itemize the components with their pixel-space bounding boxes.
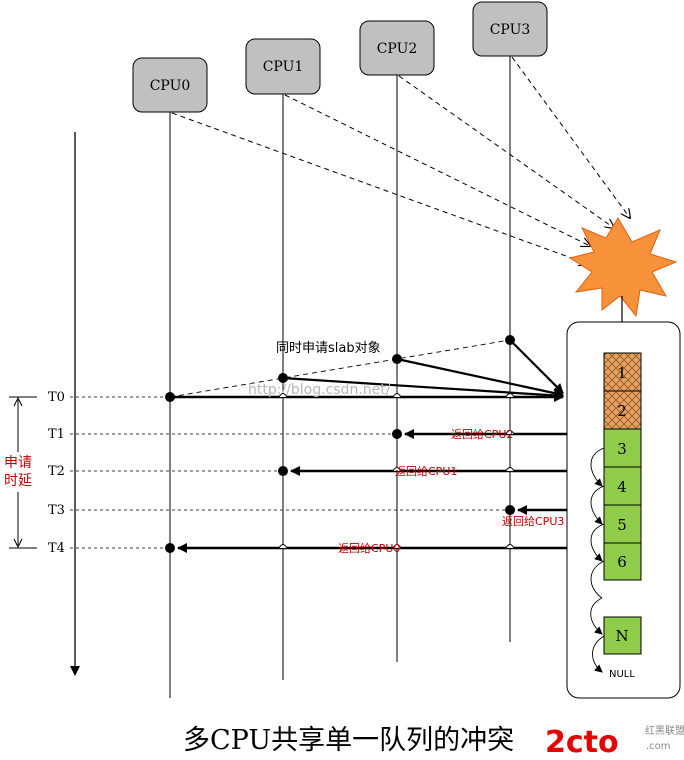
time-label-t1: T1 — [48, 427, 65, 442]
conflict-arrow-cpu1 — [284, 94, 590, 246]
queue-link — [590, 485, 605, 525]
logo-main-text: 2cto — [545, 725, 619, 760]
queue-links — [590, 447, 605, 673]
request-label: 同时申请slab对象 — [276, 341, 381, 356]
event-dot — [505, 335, 515, 345]
queue-cell: 3 — [603, 428, 642, 468]
queue-cell: 5 — [603, 504, 642, 544]
queue-link — [592, 635, 605, 673]
diagram-caption: 多CPU共享单一队列的冲突 — [183, 725, 514, 756]
queue-link — [590, 523, 605, 562]
cpu0-label: CPU0 — [150, 78, 191, 94]
queue-cell: 1 — [603, 352, 642, 392]
cpu2-box: CPU2 — [359, 20, 435, 76]
return-label-cpu0: 返回给CPU0 — [338, 542, 400, 555]
conflict-arrows — [171, 56, 630, 264]
cpu1-box: CPU1 — [245, 38, 321, 95]
time-label-t0: T0 — [48, 390, 65, 405]
event-dot — [392, 429, 402, 439]
event-dot — [278, 466, 288, 476]
cpu3-label: CPU3 — [490, 22, 531, 38]
cpu1-label: CPU1 — [263, 59, 304, 75]
queue-cell: 6 — [603, 542, 642, 581]
time-label-t2: T2 — [48, 464, 65, 479]
queue-cell-label: 5 — [617, 516, 627, 534]
queue-cell-label: N — [615, 627, 628, 645]
conflict-burst-icon — [568, 217, 678, 318]
event-dot — [165, 392, 175, 402]
queue-cell: 2 — [603, 390, 642, 430]
queue-cell-label: 1 — [617, 364, 627, 382]
time-label-t3: T3 — [48, 503, 65, 518]
queue-link — [590, 447, 605, 487]
logo-domain-text: .com — [646, 741, 671, 752]
conflict-arrow-cpu3 — [511, 56, 630, 218]
queue-cell-label: 2 — [617, 402, 627, 420]
event-dot — [165, 543, 175, 553]
request-arrow-cpu3 — [509, 339, 564, 394]
queue-cell-label: 6 — [617, 553, 627, 571]
return-label-cpu1: 返回给CPU1 — [395, 465, 457, 478]
request-arrow-cpu2 — [396, 357, 564, 398]
queue-link — [590, 560, 605, 599]
logo-sub-text: 红黑联盟 — [645, 724, 684, 737]
request-arrows — [170, 339, 564, 402]
queue-link — [590, 597, 603, 635]
latency-bracket — [9, 396, 37, 549]
time-lines — [70, 396, 510, 549]
event-dot — [278, 373, 288, 383]
conflict-arrow-cpu2 — [398, 75, 614, 228]
event-dots — [165, 335, 515, 553]
return-label-cpu3: 返回给CPU3 — [502, 515, 564, 528]
event-dot — [505, 505, 515, 515]
null-label: NULL — [609, 669, 635, 680]
queue-cell-label: 4 — [617, 478, 627, 496]
time-label-t4: T4 — [48, 541, 65, 556]
return-label-cpu2: 返回给CPU2 — [451, 428, 513, 441]
conflict-arrow-cpu0 — [171, 112, 588, 264]
cpu2-label: CPU2 — [377, 41, 418, 57]
queue-cell: N — [603, 616, 642, 655]
queue-cell: 4 — [603, 466, 642, 506]
request-arrow-cpu1 — [282, 376, 564, 401]
latency-label-line1: 申请 — [4, 455, 32, 471]
latency-label-line2: 时延 — [4, 473, 32, 489]
request-annotation-line — [169, 339, 511, 398]
site-logo: 2cto 红黑联盟 .com — [545, 724, 684, 760]
event-dot — [392, 354, 402, 364]
queue-cell-label: 3 — [617, 440, 627, 458]
cpu0-box: CPU0 — [132, 57, 208, 113]
crossover-bumps — [278, 393, 515, 549]
cpu3-box: CPU3 — [472, 1, 548, 57]
return-arrows — [177, 429, 567, 553]
watermark-text: http://blog.csdn.net/ — [248, 382, 391, 398]
